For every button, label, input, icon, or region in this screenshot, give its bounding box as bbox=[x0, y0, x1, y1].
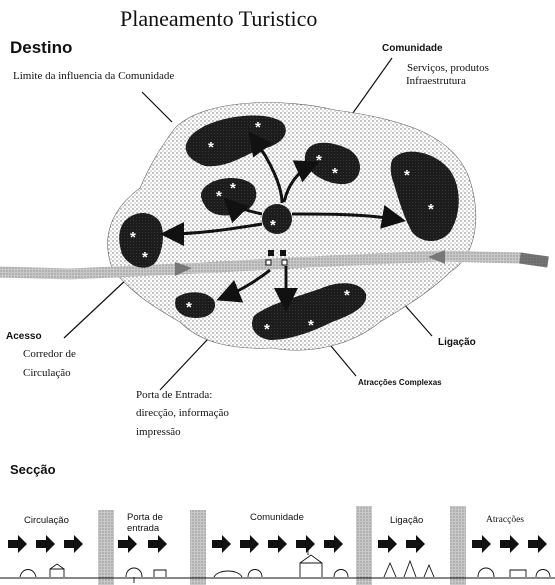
asterisk-icon: * bbox=[264, 321, 270, 338]
arrow-icon bbox=[324, 535, 343, 553]
zone-divider bbox=[190, 510, 206, 585]
house-icon bbox=[50, 564, 64, 577]
asterisk-icon: * bbox=[316, 152, 322, 169]
zone-label-porta-line2: entrada bbox=[127, 523, 159, 534]
porta-label-line1: Porta de Entrada: bbox=[136, 389, 212, 401]
tree-icon bbox=[334, 570, 348, 578]
arrow-icon bbox=[36, 535, 55, 553]
tree-icon bbox=[404, 561, 416, 577]
arrow-icon bbox=[148, 535, 167, 553]
comunidade-label: Comunidade bbox=[382, 43, 443, 54]
asterisk-icon: * bbox=[255, 119, 261, 136]
zone-divider bbox=[98, 510, 114, 585]
acesso-label: Acesso bbox=[6, 331, 42, 342]
arrow-icon bbox=[500, 535, 519, 553]
arrow-icon bbox=[212, 535, 231, 553]
arrow-icon bbox=[528, 535, 547, 553]
tree-icon bbox=[384, 563, 396, 577]
asterisk-icon: * bbox=[404, 167, 410, 184]
destino-label: Destino bbox=[10, 38, 72, 58]
community-core bbox=[262, 204, 292, 234]
zone-label-circulacao: Circulação bbox=[24, 515, 69, 526]
porta-label-line2: direcção, informação bbox=[136, 407, 229, 419]
tree-icon bbox=[248, 570, 262, 578]
arrow-icon bbox=[8, 535, 27, 553]
acesso-leader-line bbox=[64, 278, 128, 338]
corredor-label-line2: Circulação bbox=[23, 367, 71, 379]
arrow-icon bbox=[296, 535, 315, 553]
asterisk-icon: * bbox=[186, 299, 192, 316]
limite-label: Limite da influencia da Comunidade bbox=[13, 70, 174, 82]
tree-icon bbox=[20, 570, 36, 578]
asterisk-icon: * bbox=[216, 188, 222, 205]
house-icon bbox=[300, 549, 322, 577]
zone-label-atraccoes: Atracções bbox=[486, 515, 524, 525]
asterisk-icon: * bbox=[332, 165, 338, 182]
arrow-icon bbox=[378, 535, 397, 553]
arrow-icon bbox=[64, 535, 83, 553]
asterisk-icon: * bbox=[344, 287, 350, 304]
asterisk-icon: * bbox=[270, 217, 276, 234]
zone-label-comunidade: Comunidade bbox=[250, 512, 304, 523]
house-icon bbox=[510, 570, 526, 577]
house-icon bbox=[154, 570, 166, 577]
asterisk-icon: * bbox=[428, 201, 434, 218]
ligacao-label: Ligação bbox=[438, 337, 476, 348]
infraestrutura-label: Infraestrutura bbox=[406, 75, 466, 87]
asterisk-icon: * bbox=[230, 180, 236, 197]
arrow-icon bbox=[268, 535, 287, 553]
arrow-icon bbox=[406, 535, 425, 553]
porta-label-line3: impressão bbox=[136, 426, 181, 438]
tree-icon bbox=[126, 568, 142, 583]
tree-icon bbox=[424, 565, 434, 577]
page-title: Planeamento Turistico bbox=[120, 6, 317, 32]
servicos-label: Serviços, produtos bbox=[407, 62, 489, 74]
atraccoes-complexas-label: Atracções Complexas bbox=[358, 378, 442, 387]
tree-icon bbox=[478, 568, 494, 577]
tree-icon bbox=[214, 571, 242, 577]
arrow-icon bbox=[240, 535, 259, 553]
zone-divider bbox=[356, 506, 372, 585]
arrow-icon bbox=[472, 535, 491, 553]
section-title: Secção bbox=[10, 462, 56, 477]
asterisk-icon: * bbox=[130, 229, 136, 246]
arrow-icon bbox=[118, 535, 137, 553]
zone-divider bbox=[450, 506, 466, 585]
flow-arrows bbox=[8, 535, 547, 553]
corredor-label-line1: Corredor de bbox=[23, 348, 76, 360]
asterisk-icon: * bbox=[142, 249, 148, 266]
limite-leader-line bbox=[142, 92, 172, 122]
zone-label-porta-line1: Porta de bbox=[127, 512, 163, 523]
tree-icon bbox=[536, 570, 550, 578]
asterisk-icon: * bbox=[308, 317, 314, 334]
zone-label-ligacao: Ligação bbox=[390, 515, 423, 526]
asterisk-icon: * bbox=[208, 139, 214, 156]
